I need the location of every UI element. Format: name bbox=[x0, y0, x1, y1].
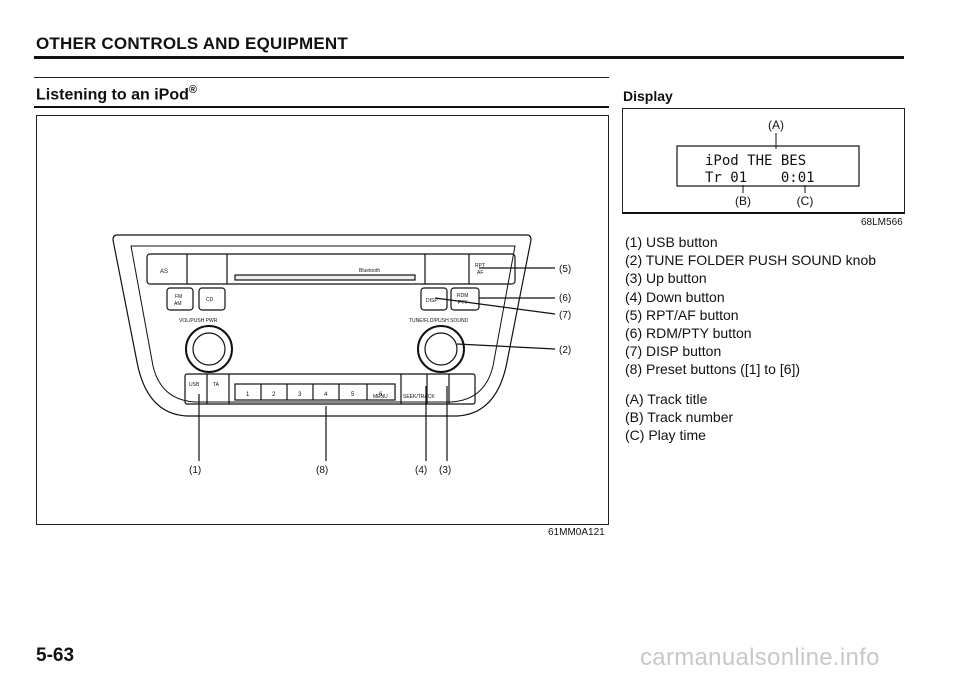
callout-2: (2) bbox=[559, 345, 571, 356]
legend-item: (5) RPT/AF button bbox=[625, 306, 739, 323]
section-rule-top bbox=[34, 77, 609, 78]
legend-item: (3) Up button bbox=[625, 270, 707, 287]
disp-label: DISP bbox=[426, 298, 438, 304]
cd-label: CD bbox=[206, 297, 214, 303]
display-figure: (A) iPod THE BES Tr 01 0:01 (B) (C) bbox=[622, 108, 905, 214]
fm-label: FM bbox=[175, 294, 182, 300]
callout-7: (7) bbox=[559, 310, 571, 321]
seek-label: SEEK/TRACK bbox=[403, 394, 435, 400]
callout-4: (4) bbox=[415, 465, 427, 476]
callout-1: (1) bbox=[189, 465, 201, 476]
rpt-label: RPT bbox=[475, 263, 485, 269]
bluetooth-label: Bluetooth bbox=[359, 268, 380, 274]
unit-bezel bbox=[112, 234, 532, 417]
legend-item: (7) DISP button bbox=[625, 343, 722, 360]
callout-8: (8) bbox=[316, 465, 328, 476]
page-number: 5-63 bbox=[36, 645, 75, 666]
legend-item: (1) USB button bbox=[625, 234, 718, 250]
as-button-label: AS bbox=[160, 269, 168, 275]
legend-item: (C) Play time bbox=[625, 427, 706, 444]
preset-label: 4 bbox=[324, 392, 328, 398]
section-title-text: Listening to an iPod bbox=[36, 86, 189, 104]
button-legend: (1) USB button (2) TUNE FOLDER PUSH SOUN… bbox=[625, 233, 876, 379]
display-legend: (A) Track title (B) Track number (C) Pla… bbox=[625, 390, 733, 445]
display-figure-code: 68LM566 bbox=[861, 217, 903, 228]
rdm-label: RDM bbox=[457, 293, 468, 299]
am-label: AM bbox=[174, 301, 182, 307]
preset-label: 3 bbox=[298, 392, 302, 398]
leader-7 bbox=[434, 297, 556, 315]
lcd-illustration: (A) iPod THE BES Tr 01 0:01 (B) (C) bbox=[676, 118, 860, 208]
page-header-title: OTHER CONTROLS AND EQUIPMENT bbox=[36, 34, 348, 53]
callout-6: (6) bbox=[559, 293, 571, 304]
figure-code: 61MM0A121 bbox=[548, 527, 605, 538]
lcd-line-1: iPod THE BES bbox=[705, 153, 806, 169]
legend-item: (6) RDM/PTY button bbox=[625, 325, 752, 342]
legend-item: (2) TUNE FOLDER PUSH SOUND knob bbox=[625, 252, 877, 269]
section-title: Listening to an iPod® bbox=[36, 84, 197, 104]
registered-mark: ® bbox=[188, 84, 197, 96]
legend-item: (B) Track number bbox=[625, 409, 734, 426]
watermark: carmanualsonline.info bbox=[640, 644, 880, 671]
label-b: (B) bbox=[735, 194, 751, 208]
ta-label: TA bbox=[213, 382, 220, 388]
legend-item: (A) Track title bbox=[625, 391, 708, 407]
preset-label: 1 bbox=[246, 392, 250, 398]
preset-label: 5 bbox=[351, 392, 355, 398]
header-rule bbox=[34, 56, 904, 59]
section-rule-bottom bbox=[34, 106, 609, 108]
callout-3: (3) bbox=[439, 465, 451, 476]
pty-label: PTY bbox=[458, 300, 468, 306]
legend-item: (4) Down button bbox=[625, 288, 725, 305]
label-a: (A) bbox=[768, 118, 784, 132]
lcd-line-2: Tr 01 0:01 bbox=[705, 170, 815, 186]
callout-5: (5) bbox=[559, 264, 571, 275]
display-title: Display bbox=[623, 88, 673, 104]
lcd-panel bbox=[676, 145, 860, 187]
audio-unit-illustration: AS Bluetooth RPT AF FM AM CD DISP RDM PT… bbox=[112, 234, 571, 476]
legend-item: (8) Preset buttons ([1] to [6]) bbox=[625, 361, 801, 378]
af-label: AF bbox=[477, 270, 483, 276]
usb-label: USB bbox=[189, 382, 200, 388]
leader-2 bbox=[456, 343, 556, 350]
tune-label: TUNE/FLD/PUSH SOUND bbox=[409, 318, 469, 324]
audio-unit-figure: AS Bluetooth RPT AF FM AM CD DISP RDM PT… bbox=[36, 115, 609, 525]
menu-label: MENU bbox=[373, 394, 388, 400]
vol-label: VOL/PUSH PWR bbox=[179, 318, 218, 324]
label-c: (C) bbox=[797, 194, 814, 208]
preset-label: 6 bbox=[379, 392, 383, 398]
preset-label: 2 bbox=[272, 392, 276, 398]
